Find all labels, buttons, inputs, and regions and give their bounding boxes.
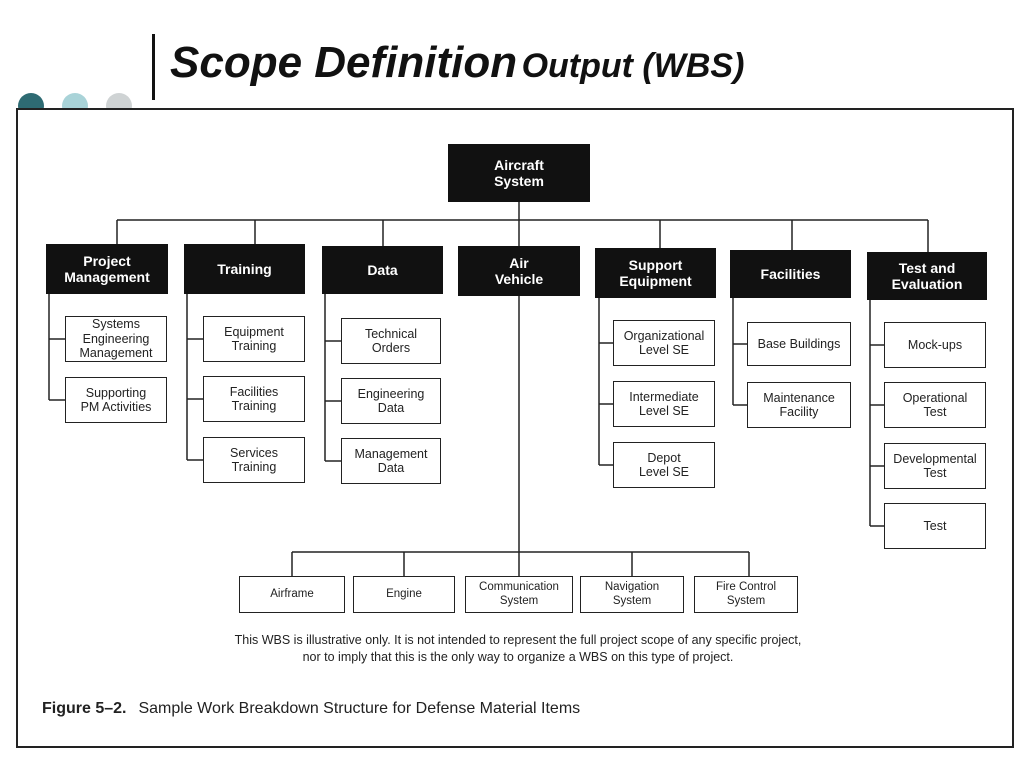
- wbs-node-engine: Engine: [353, 576, 455, 613]
- figure-note: This WBS is illustrative only. It is not…: [138, 632, 898, 666]
- wbs-node-mock-ups: Mock-ups: [884, 322, 986, 368]
- wbs-node-facilities: Facilities: [730, 250, 851, 298]
- wbs-node-operational-test: Operational Test: [884, 382, 986, 428]
- wbs-node-air-vehicle: Air Vehicle: [458, 246, 580, 296]
- slide-title: Scope Definition Output (WBS): [170, 38, 744, 88]
- wbs-node-fire-control-system: Fire Control System: [694, 576, 798, 613]
- wbs-connector-lines: [48, 202, 929, 576]
- wbs-node-intermediate-level-se: Intermediate Level SE: [613, 381, 715, 427]
- wbs-node-technical-orders: Technical Orders: [341, 318, 441, 364]
- figure-note-line1: This WBS is illustrative only. It is not…: [234, 633, 802, 647]
- wbs-node-engineering-data: Engineering Data: [341, 378, 441, 424]
- figure-caption-text: Sample Work Breakdown Structure for Defe…: [138, 700, 581, 717]
- wbs-node-supporting-pm-activities: Supporting PM Activities: [65, 377, 167, 423]
- wbs-node-facilities-training: Facilities Training: [203, 376, 305, 422]
- wbs-node-organizational-level-se: Organizational Level SE: [613, 320, 715, 366]
- wbs-node-training: Training: [184, 244, 305, 294]
- wbs-figure: Aircraft System Project Management Train…: [16, 108, 1014, 748]
- wbs-node-depot-level-se: Depot Level SE: [613, 442, 715, 488]
- figure-number: Figure 5–2.: [42, 700, 127, 717]
- wbs-node-maintenance-facility: Maintenance Facility: [747, 382, 851, 428]
- wbs-node-support-equipment: Support Equipment: [595, 248, 716, 298]
- wbs-node-base-buildings: Base Buildings: [747, 322, 851, 366]
- wbs-node-management-data: Management Data: [341, 438, 441, 484]
- figure-note-line2: nor to imply that this is the only way t…: [302, 649, 734, 664]
- wbs-node-project-management: Project Management: [46, 244, 168, 294]
- wbs-node-test-and-evaluation: Test and Evaluation: [867, 252, 987, 300]
- wbs-node-aircraft-system: Aircraft System: [448, 144, 590, 202]
- wbs-node-test: Test: [884, 503, 986, 549]
- wbs-node-communication-system: Communication System: [465, 576, 573, 613]
- slide-title-main: Scope Definition: [170, 38, 518, 87]
- wbs-node-services-training: Services Training: [203, 437, 305, 483]
- title-divider: [152, 34, 155, 100]
- figure-caption: Figure 5–2. Sample Work Breakdown Structu…: [42, 700, 580, 718]
- wbs-node-navigation-system: Navigation System: [580, 576, 684, 613]
- wbs-node-airframe: Airframe: [239, 576, 345, 613]
- wbs-node-data: Data: [322, 246, 443, 294]
- wbs-node-developmental-test: Developmental Test: [884, 443, 986, 489]
- wbs-node-systems-engineering-management: Systems Engineering Management: [65, 316, 167, 362]
- slide-title-sub: Output (WBS): [521, 47, 745, 85]
- wbs-node-equipment-training: Equipment Training: [203, 316, 305, 362]
